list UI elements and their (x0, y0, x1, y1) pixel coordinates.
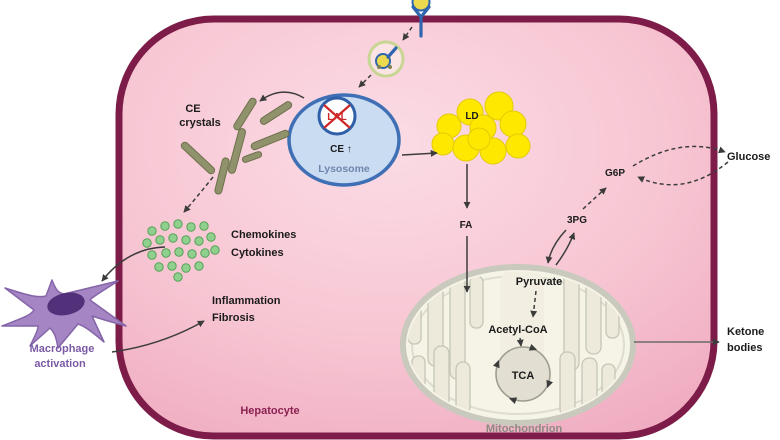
ce-crystals-label-line2: crystals (179, 117, 221, 129)
acetyl-coa-label: Acetyl-CoA (488, 324, 547, 336)
arrow-pyruvate-to-acetylcoa (530, 290, 538, 318)
arrow-chemokines-to-macrophage (101, 246, 166, 282)
mitochondrion (400, 264, 636, 426)
lal-label: LAL (327, 112, 346, 123)
endosome (367, 40, 405, 78)
tca-label: TCA (512, 370, 535, 382)
ce-increase-label: CE ↑ (330, 144, 352, 155)
ketone-label-line1: Ketone (727, 326, 764, 338)
macrophage-nucleus (47, 292, 85, 316)
fibrosis-label: Fibrosis (212, 312, 255, 324)
pathway-arrows (101, 26, 729, 353)
lysosome-body (287, 93, 401, 187)
ldl-particle (411, 0, 431, 12)
cytokines-label: Cytokines (231, 247, 284, 259)
ld-label: LD (465, 111, 478, 122)
arrow-glucose-to-g6p (637, 161, 729, 186)
arrow-lysosome-to-ld (401, 149, 438, 157)
inflammation-label: Inflammation (212, 295, 281, 307)
arrow-endosome-to-lysosome (358, 74, 372, 88)
glucose-label: Glucose (727, 151, 770, 163)
g6p-label: G6P (605, 168, 625, 179)
ldl-receptor-complex (411, 0, 431, 38)
fa-label: FA (460, 220, 473, 231)
lipid-droplet-cluster (431, 91, 531, 165)
chemokine-dot-cluster (142, 219, 220, 282)
lysosome (287, 93, 401, 187)
arrow-pyruvate-to-3pg (555, 232, 576, 266)
lysosome-label: Lysosome (318, 163, 370, 175)
arrow-lysosome-to-crystals (259, 91, 305, 102)
arrow-3pg-to-pyruvate (545, 229, 567, 264)
pyruvate-label: Pyruvate (516, 276, 562, 288)
arrow-g6p-to-glucose (632, 145, 726, 167)
macrophage (1, 279, 127, 349)
arrow-macrophage-to-fibrosis (111, 320, 205, 353)
mitochondrion-label: Mitochondrion (486, 423, 563, 435)
arrow-crystals-to-chemokines (183, 176, 214, 213)
arrow-3pg-to-g6p (582, 187, 607, 210)
ce-crystals-label-line1: CE (185, 103, 200, 115)
chemokines-label: Chemokines (231, 229, 296, 241)
ketone-label-line2: bodies (727, 342, 762, 354)
tca-cycle-arrows (493, 344, 553, 404)
arrow-acetylcoa-to-tca (516, 337, 524, 347)
ce-crystal-cluster (180, 97, 293, 195)
endosome-receptor-icon (386, 46, 398, 59)
diagram-labels: LAL CE ↑ Lysosome CE crystals Chemokines… (30, 103, 771, 435)
macrophage-label-line1: Macrophage (30, 343, 95, 355)
tca-cycle-circle (495, 346, 551, 402)
macrophage-label-line2: activation (34, 358, 86, 370)
lal-cross-line (323, 104, 351, 129)
ldl-receptor-icon (411, 5, 431, 38)
3pg-label: 3PG (567, 215, 587, 226)
arrow-receptor-to-endosome (402, 26, 413, 41)
hepatocyte-label: Hepatocyte (240, 405, 299, 417)
